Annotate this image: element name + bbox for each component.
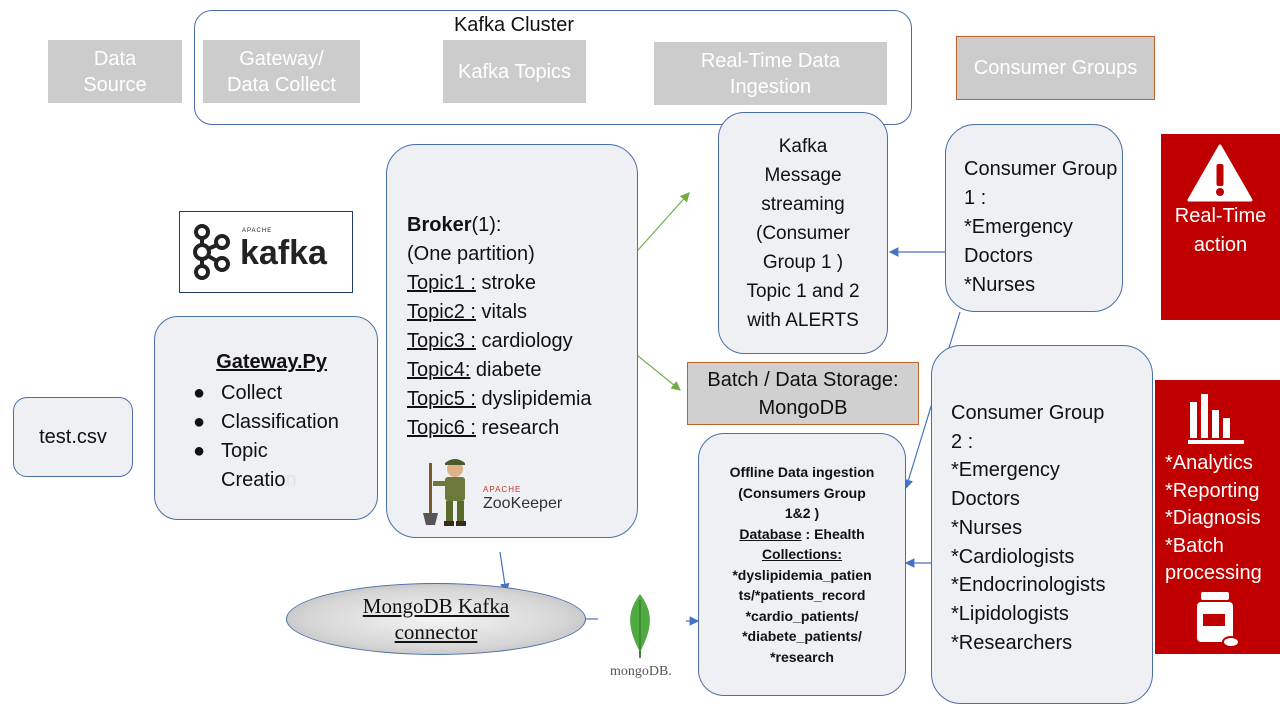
mongodb-leaf-icon: [630, 594, 650, 658]
mongodb-logo-text: mongoDB.: [610, 664, 672, 679]
kafka-logo-small: APACHE: [242, 228, 273, 234]
consumer-group-2-box: Consumer Group 2 : *Emergency Doctors *N…: [931, 345, 1153, 704]
arrow-broker-to-connector: [499, 551, 510, 594]
test-csv-label: test.csv: [39, 425, 107, 448]
gateway-py-list: ●Collect ●Classification ●Topic Creation: [193, 379, 339, 495]
kafka-streaming-box: Kafka Message streaming (Consumer Group …: [718, 112, 888, 354]
gateway-py-title: Gateway.Py: [216, 351, 327, 373]
list-item: ●Topic: [193, 440, 268, 462]
list-item: ●Classification: [193, 411, 339, 433]
medicine-bottle-icon: [1197, 592, 1239, 648]
broker-content: Broker(1): (One partition) Topic1 : stro…: [407, 211, 592, 443]
topic-row: Topic5 : dyslipidemia: [407, 388, 592, 410]
consumer-group-1-text: Consumer Group 1 : *Emergency Doctors *N…: [964, 158, 1118, 296]
analytics-label: *Analytics *Reporting *Diagnosis *Batch …: [1165, 452, 1262, 584]
consumer-group-2-text: Consumer Group 2 : *Emergency Doctors *N…: [951, 402, 1106, 654]
broker-box: Broker(1): (One partition) Topic1 : stro…: [386, 144, 638, 538]
bar-chart-icon: [1188, 394, 1244, 444]
broker-title: Broker(1):: [407, 214, 502, 236]
test-csv-box: test.csv: [13, 397, 133, 477]
header-gateway: Gateway/Data Collect: [203, 40, 360, 103]
batch-storage-box: Batch / Data Storage:MongoDB: [687, 362, 919, 425]
topic-row: Topic3 : cardiology: [407, 330, 573, 352]
warning-icon: [1187, 144, 1253, 202]
broker-partition: (One partition): [407, 243, 535, 265]
realtime-action-panel: Real-Time action: [1161, 134, 1280, 320]
topic-row: Topic6 : research: [407, 417, 560, 439]
topic-row: Topic4: diabete: [407, 359, 542, 381]
header-consumer-groups: Consumer Groups: [956, 36, 1155, 100]
realtime-action-label: Real-Time action: [1174, 205, 1267, 256]
gateway-py-box: Gateway.Py ●Collect ●Classification ●Top…: [154, 316, 378, 520]
zookeeper-small: APACHE: [483, 485, 522, 494]
topic-row: Topic1 : stroke: [407, 272, 536, 294]
zookeeper-keeper-icon: [423, 459, 466, 526]
consumer-group-1-box: Consumer Group 1 : *Emergency Doctors *N…: [945, 124, 1123, 312]
kafka-logo: APACHE kafka: [179, 211, 353, 293]
topic-row: Topic2 : vitals: [407, 301, 528, 323]
kafka-logo-word: kafka: [240, 234, 327, 272]
list-item: ●Collect: [193, 382, 283, 404]
zookeeper-word: ZooKeeper: [483, 495, 563, 512]
analytics-panel: *Analytics *Reporting *Diagnosis *Batch …: [1155, 380, 1280, 654]
header-kafka-topics: Kafka Topics: [443, 40, 586, 103]
kafka-icon: [193, 224, 230, 280]
list-item-continuation: Creation: [221, 469, 297, 491]
kafka-cluster-frame: [194, 10, 912, 125]
offline-ingestion-box: Offline Data ingestion (Consumers Group …: [698, 433, 906, 696]
kafka-cluster-title: Kafka Cluster: [453, 14, 575, 36]
